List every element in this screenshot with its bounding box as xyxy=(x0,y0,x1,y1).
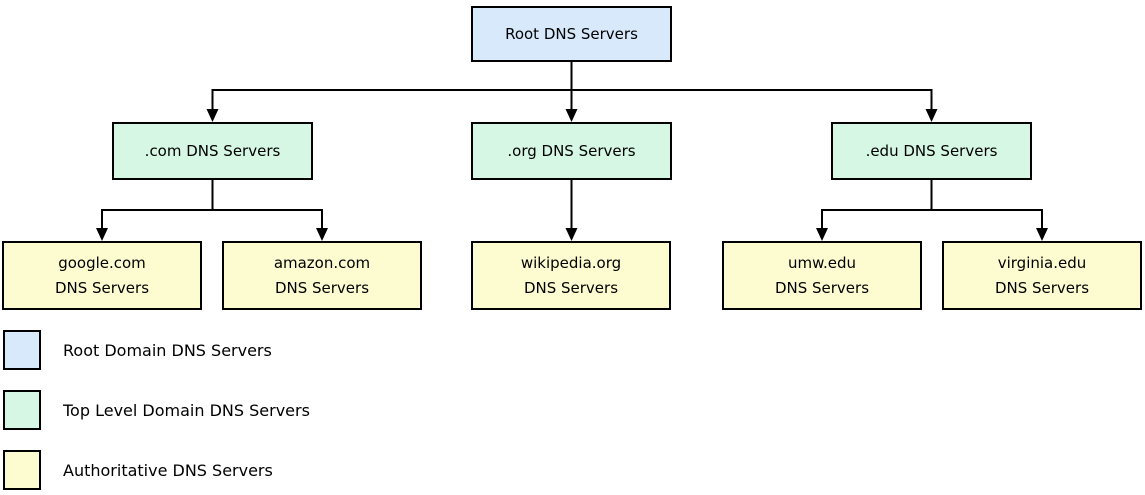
node-label: .edu DNS Servers xyxy=(865,141,998,160)
legend-label: Root Domain DNS Servers xyxy=(63,340,272,360)
legend-swatch-top-level-domain xyxy=(3,390,41,430)
node-amazon-dns-servers: amazon.com DNS Servers xyxy=(222,241,422,310)
node-edu-dns-servers: .edu DNS Servers xyxy=(831,122,1032,180)
node-com-dns-servers: .com DNS Servers xyxy=(112,122,313,180)
node-label: Root DNS Servers xyxy=(505,24,638,43)
node-org-dns-servers: .org DNS Servers xyxy=(471,122,672,180)
node-label: amazon.com DNS Servers xyxy=(273,253,371,297)
legend-swatch-root-domain xyxy=(3,330,41,370)
node-label: .org DNS Servers xyxy=(507,141,636,160)
node-wikipedia-dns-servers: wikipedia.org DNS Servers xyxy=(471,241,671,310)
node-root-dns-servers: Root DNS Servers xyxy=(471,6,672,62)
legend-swatch-authoritative xyxy=(3,450,41,490)
node-label: virginia.edu DNS Servers xyxy=(994,253,1090,297)
node-umw-dns-servers: umw.edu DNS Servers xyxy=(722,241,922,310)
node-google-dns-servers: google.com DNS Servers xyxy=(2,241,202,310)
node-label: google.com DNS Servers xyxy=(54,253,150,297)
node-label: wikipedia.org DNS Servers xyxy=(520,253,622,297)
legend-label: Top Level Domain DNS Servers xyxy=(63,400,310,420)
node-virginia-dns-servers: virginia.edu DNS Servers xyxy=(942,241,1142,310)
legend-label: Authoritative DNS Servers xyxy=(63,460,273,480)
node-label: umw.edu DNS Servers xyxy=(774,253,870,297)
node-label: .com DNS Servers xyxy=(144,141,281,160)
